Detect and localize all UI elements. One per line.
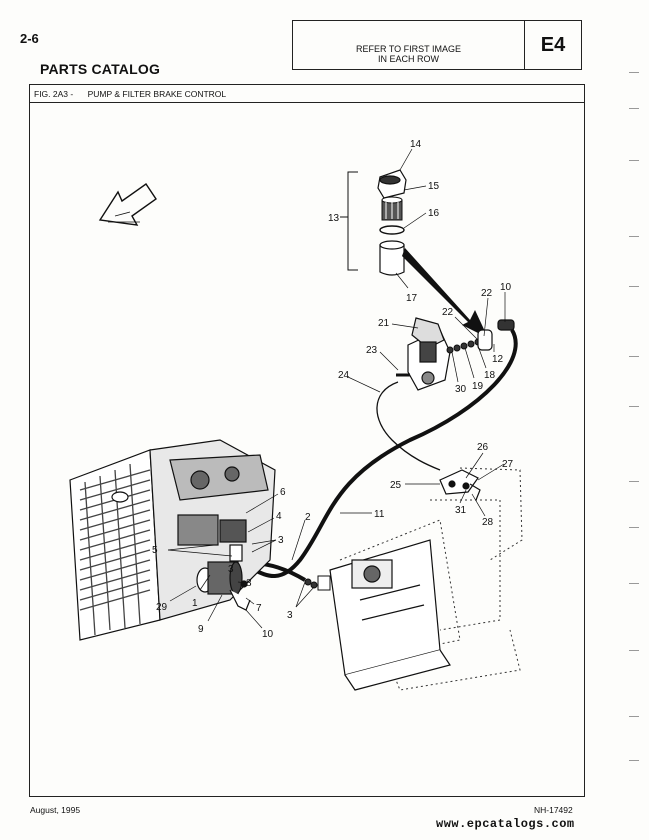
callout-16: 16 — [428, 208, 440, 219]
callout-10b: 10 — [262, 629, 274, 640]
valve-block — [396, 317, 451, 391]
filter-element — [381, 196, 403, 221]
hydraulic-tank — [329, 539, 451, 691]
callout-1: 1 — [192, 598, 198, 609]
margin-tick — [629, 72, 639, 73]
callout-18: 18 — [484, 370, 496, 381]
callout-13: 13 — [328, 213, 340, 224]
callout-10a: 10 — [500, 282, 512, 293]
callout-17: 17 — [406, 293, 418, 304]
callout-30: 30 — [455, 384, 467, 395]
callout-31: 31 — [455, 505, 467, 516]
callout-27: 27 — [502, 459, 514, 470]
margin-tick — [629, 108, 639, 109]
callout-2: 2 — [305, 512, 311, 523]
filter-head — [377, 169, 407, 199]
o-ring — [379, 225, 405, 235]
hose-fittings-3 — [304, 575, 331, 591]
callout-19: 19 — [472, 381, 484, 392]
margin-tick — [629, 583, 639, 584]
figure-id: FIG. 2A3 - — [34, 89, 74, 99]
margin-tick — [629, 236, 639, 237]
callout-4: 4 — [276, 511, 282, 522]
callout-23: 23 — [366, 345, 378, 356]
watermark: www.epcatalogs.com — [436, 817, 575, 831]
reference-text: REFER TO FIRST IMAGE IN EACH ROW — [293, 21, 525, 69]
elbow-fitting — [477, 319, 515, 351]
figure-frame: FIG. 2A3 - PUMP & FILTER BRAKE CONTROL — [29, 84, 585, 797]
publication-date: August, 1995 — [30, 805, 81, 815]
reference-box: REFER TO FIRST IMAGE IN EACH ROW E4 — [292, 20, 582, 70]
filter-bracket — [340, 171, 358, 271]
figure-title: PUMP & FILTER BRAKE CONTROL — [87, 89, 227, 99]
callout-7: 7 — [256, 603, 262, 614]
callout-25: 25 — [390, 480, 402, 491]
callout-22b: 22 — [442, 307, 454, 318]
reference-line-2: IN EACH ROW — [377, 54, 439, 64]
margin-tick — [629, 527, 639, 528]
fitting-chain — [446, 338, 482, 354]
figure-header: FIG. 2A3 - PUMP & FILTER BRAKE CONTROL — [30, 85, 584, 103]
callout-9: 9 — [198, 624, 204, 635]
callout-15: 15 — [428, 181, 440, 192]
margin-tick — [629, 481, 639, 482]
mount-bracket — [439, 469, 481, 501]
margin-tick — [629, 160, 639, 161]
catalog-title: PARTS CATALOG — [40, 61, 161, 77]
callout-22a: 22 — [481, 288, 493, 299]
callout-3c: 3 — [287, 610, 293, 621]
assembly-pointer-arrow — [402, 248, 488, 338]
hydraulic-pump — [196, 544, 251, 611]
margin-tick — [629, 716, 639, 717]
callout-28: 28 — [482, 517, 494, 528]
callout-12: 12 — [492, 354, 504, 365]
callout-21: 21 — [378, 318, 390, 329]
hose-24 — [376, 381, 441, 471]
filter-bowl — [379, 240, 405, 276]
margin-tick — [629, 760, 639, 761]
margin-tick — [629, 650, 639, 651]
direction-arrow-icon — [98, 183, 157, 226]
callout-26: 26 — [477, 442, 489, 453]
callout-29: 29 — [156, 602, 168, 613]
drawing-number: NH-17492 — [534, 805, 573, 815]
leader-lines — [167, 148, 506, 629]
engine-assembly — [69, 439, 276, 641]
section-code: E4 — [540, 33, 566, 56]
margin-tick — [629, 356, 639, 357]
page-number: 2-6 — [20, 31, 39, 46]
callout-5: 5 — [152, 545, 158, 556]
callout-11: 11 — [374, 509, 385, 520]
callout-3b: 3 — [228, 564, 234, 575]
callout-24: 24 — [338, 370, 350, 381]
margin-tick — [629, 406, 639, 407]
callout-8: 8 — [246, 578, 252, 589]
callout-14: 14 — [410, 139, 422, 150]
margin-tick — [629, 286, 639, 287]
callout-labels: 14 15 16 13 17 22 10 21 22 12 23 18 19 3… — [152, 139, 514, 640]
hose-11 — [249, 328, 518, 578]
callout-6: 6 — [280, 487, 286, 498]
reference-line-1: REFER TO FIRST IMAGE — [355, 44, 462, 54]
callout-3a: 3 — [278, 535, 284, 546]
